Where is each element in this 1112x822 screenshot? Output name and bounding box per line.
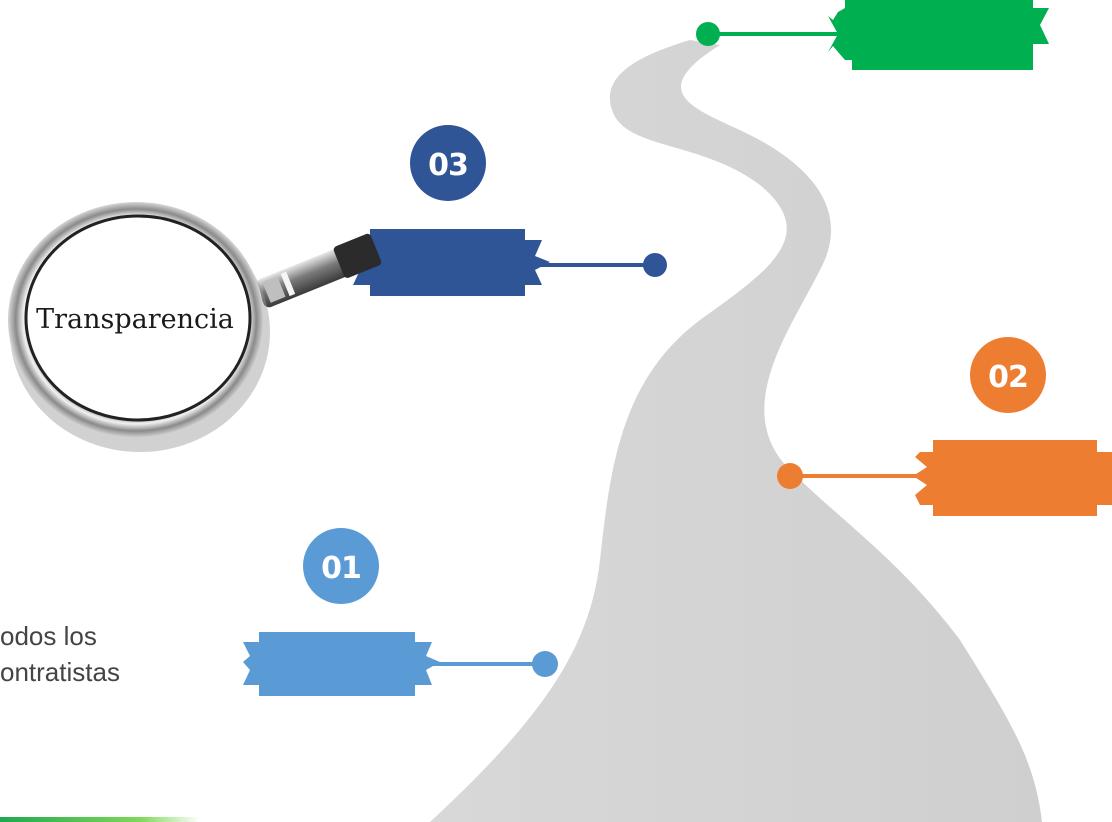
step-04-banner xyxy=(828,0,1049,70)
step-03-marker: 03 xyxy=(353,125,667,296)
step-03-number: 03 xyxy=(428,148,468,183)
magnifier-lens xyxy=(24,214,252,422)
step-04-dot xyxy=(696,22,720,46)
partial-text-line-1: odos los xyxy=(0,621,97,651)
step-02-badge xyxy=(970,337,1046,413)
step-02-number: 02 xyxy=(988,360,1028,395)
magnifier-label: Transparencia xyxy=(36,304,234,335)
step-02-banner xyxy=(913,440,1112,516)
step-01-dot xyxy=(532,651,558,677)
partial-body-text: odos los ontratistas xyxy=(0,618,120,690)
step-01-number: 01 xyxy=(321,551,361,586)
step-02-marker: 02 xyxy=(777,337,1112,516)
partial-text-line-2: ontratistas xyxy=(0,657,120,687)
magnifying-glass-icon: Transparencia xyxy=(8,202,382,452)
step-01-badge xyxy=(303,528,379,604)
step-01-banner xyxy=(243,632,440,696)
step-03-banner xyxy=(353,229,550,296)
winding-road xyxy=(430,40,1042,822)
step-01-marker: 01 xyxy=(243,528,558,696)
step-04-marker xyxy=(696,0,1049,70)
step-02-dot xyxy=(777,463,803,489)
bottom-accent-strip xyxy=(0,817,200,822)
step-03-dot xyxy=(643,253,667,277)
step-03-badge xyxy=(410,125,486,201)
